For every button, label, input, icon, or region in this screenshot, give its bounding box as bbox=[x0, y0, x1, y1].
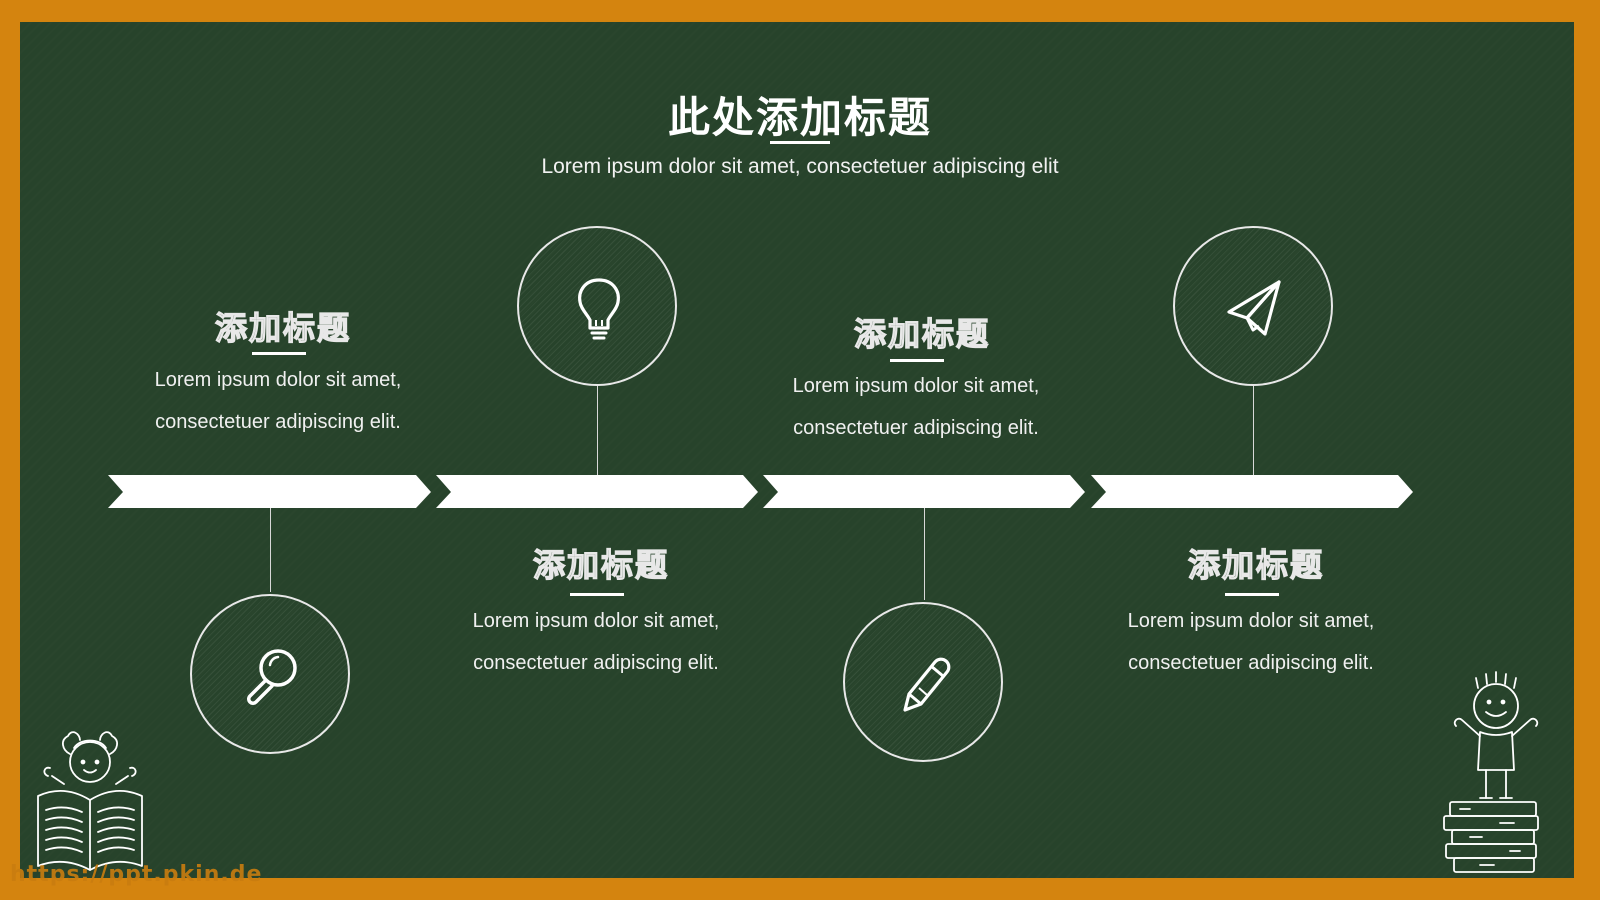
step-2-underline bbox=[570, 593, 624, 596]
girl-reading-doodle bbox=[37, 731, 143, 871]
boy-on-books-doodle bbox=[1443, 671, 1539, 873]
step-2-body: Lorem ipsum dolor sit amet, consectetuer… bbox=[472, 610, 720, 674]
step-1-underline bbox=[252, 352, 306, 355]
connector-4 bbox=[1253, 386, 1254, 475]
timeline-arrow-4 bbox=[1091, 475, 1413, 508]
step-4-title: 添加标题 bbox=[1187, 545, 1324, 584]
paper-plane-icon bbox=[1227, 280, 1281, 336]
step-3-icon-circle bbox=[843, 602, 1003, 762]
step-2-title: 添加标题 bbox=[532, 545, 669, 584]
step-2-icon-circle bbox=[517, 226, 677, 386]
title-underline bbox=[770, 141, 830, 144]
lightbulb-icon bbox=[578, 278, 620, 340]
connector-3 bbox=[924, 508, 925, 600]
watermark: https://ppt.pkin.de bbox=[10, 862, 263, 887]
step-4-body: Lorem ipsum dolor sit amet, consectetuer… bbox=[1127, 610, 1375, 674]
step-1-body: Lorem ipsum dolor sit amet, consectetuer… bbox=[154, 369, 402, 433]
step-4-icon-circle bbox=[1173, 226, 1333, 386]
magnifier-icon bbox=[247, 649, 297, 705]
step-1-icon-circle bbox=[190, 594, 350, 754]
step-4-underline bbox=[1225, 593, 1279, 596]
timeline-arrow-3 bbox=[763, 475, 1085, 508]
step-3-underline bbox=[890, 359, 944, 362]
pencil-icon bbox=[903, 657, 951, 712]
timeline-arrow-2 bbox=[436, 475, 758, 508]
step-3-title: 添加标题 bbox=[853, 314, 990, 353]
step-1-title: 添加标题 bbox=[214, 308, 351, 347]
slide-subtitle: Lorem ipsum dolor sit amet, consectetuer… bbox=[541, 155, 1059, 178]
connector-1 bbox=[270, 508, 271, 592]
slide-title: 此处添加标题 bbox=[667, 93, 932, 142]
connector-2 bbox=[597, 386, 598, 475]
step-3-body: Lorem ipsum dolor sit amet, consectetuer… bbox=[792, 375, 1040, 439]
timeline-arrow-1 bbox=[108, 475, 431, 508]
